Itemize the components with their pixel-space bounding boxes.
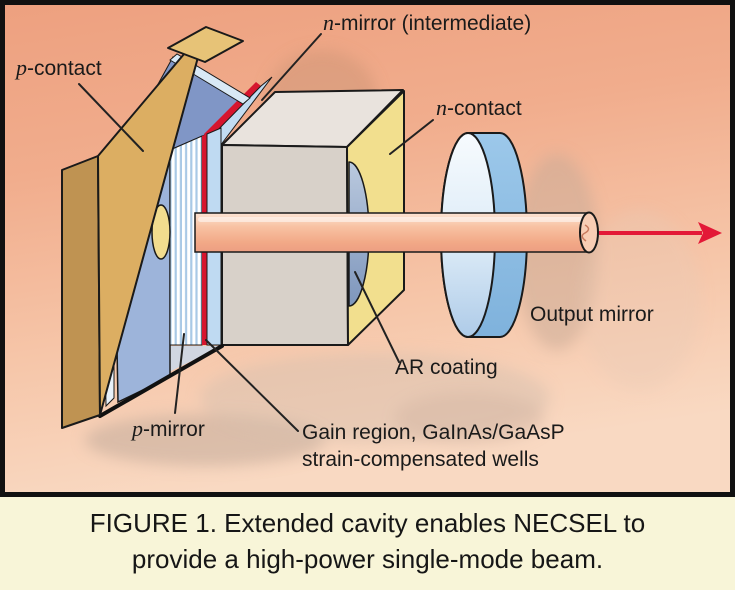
p-contact-side-face xyxy=(61,155,101,429)
label-n-mirror-em: n xyxy=(323,10,334,35)
necsel-diagram: p-contact n-mirror (intermediate) n-cont… xyxy=(0,0,735,497)
p-contact-front-face xyxy=(97,27,207,416)
label-n-mirror: n-mirror (intermediate) xyxy=(323,11,531,36)
laser-rod xyxy=(194,211,599,254)
pointer-p-mirror xyxy=(174,333,185,414)
label-p-contact: p-contact xyxy=(16,56,102,81)
pointer-ar-coating xyxy=(354,271,400,363)
label-output-mirror-text: Output mirror xyxy=(530,303,654,326)
p-contact-slab xyxy=(61,26,244,429)
pointer-n-mirror xyxy=(261,33,322,101)
pointer-gain-region xyxy=(205,339,299,432)
rod-end-cap xyxy=(579,211,599,254)
label-ar-coating-text: AR coating xyxy=(395,356,498,379)
figure-caption-line2: provide a high-power single-mode beam. xyxy=(131,544,604,574)
figure-caption: FIGURE 1. Extended cavity enables NECSEL… xyxy=(0,497,735,590)
label-gain-region: Gain region, GaInAs/GaAsP strain-compens… xyxy=(302,419,565,473)
label-p-mirror-text: -mirror xyxy=(143,418,205,441)
label-n-contact-em: n xyxy=(436,95,447,120)
label-p-mirror: p-mirror xyxy=(132,417,205,442)
pointer-n-contact xyxy=(389,119,434,155)
output-beam-arrow xyxy=(599,222,722,244)
rod-end-swirl xyxy=(581,224,590,242)
p-contact-top-face xyxy=(167,26,244,63)
figure-caption-line1: FIGURE 1. Extended cavity enables NECSEL… xyxy=(89,508,646,538)
label-p-contact-em: p xyxy=(16,55,27,80)
pointer-p-contact xyxy=(78,83,144,152)
label-output-mirror: Output mirror xyxy=(530,303,654,327)
label-ar-coating: AR coating xyxy=(395,356,498,380)
pointer-lines xyxy=(78,33,434,432)
label-p-contact-text: -contact xyxy=(27,57,102,80)
rod-highlight xyxy=(198,217,586,222)
label-p-mirror-em: p xyxy=(132,416,143,441)
label-n-mirror-text: -mirror (intermediate) xyxy=(334,12,532,35)
label-gain-region-line1: Gain region, GaInAs/GaAsP xyxy=(302,421,565,444)
necsel-diagram-svg xyxy=(0,0,735,497)
label-gain-region-line2: strain-compensated wells xyxy=(302,448,539,471)
stack-bottom-edge xyxy=(98,344,224,418)
label-n-contact: n-contact xyxy=(436,96,522,121)
diagram-border xyxy=(0,0,735,497)
pump-aperture xyxy=(151,204,171,260)
label-n-contact-text: -contact xyxy=(447,97,522,120)
